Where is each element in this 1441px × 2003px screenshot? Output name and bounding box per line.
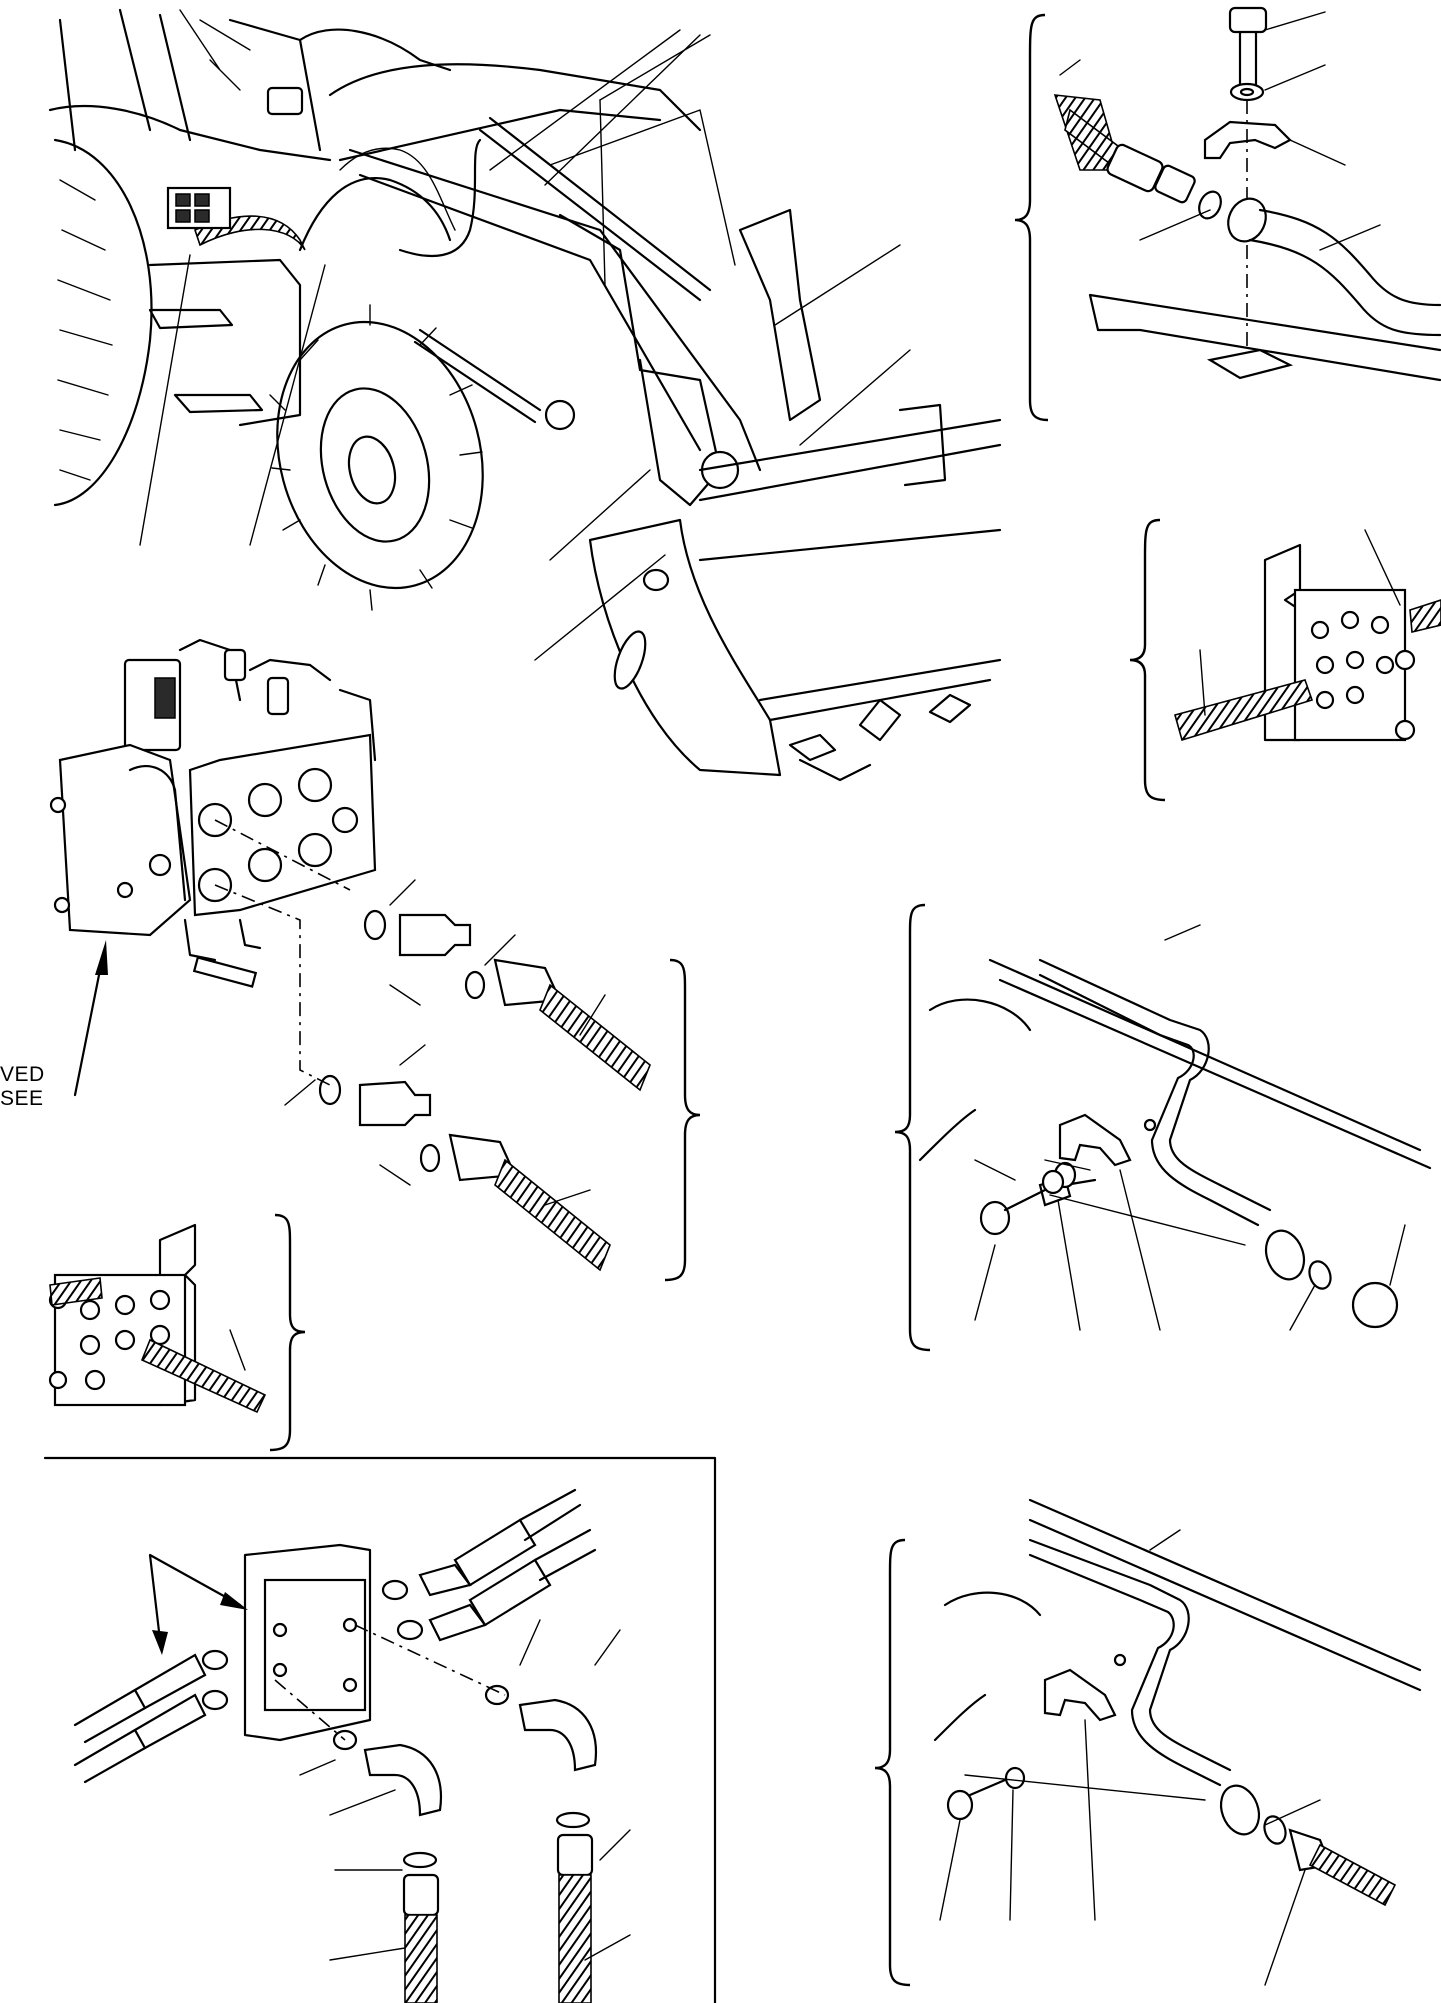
pipe-clamp-detail-1 xyxy=(1014,6,1441,422)
pipe-clamp-detail-3 xyxy=(874,1498,1422,1987)
manifold-block xyxy=(263,1578,367,1712)
pivot-pin xyxy=(544,399,576,431)
side-text-bottom: SEE xyxy=(0,1087,44,1110)
pipe-clamp-detail-2 xyxy=(894,903,1432,1352)
valve-end-cap xyxy=(58,743,192,937)
pivot-pin xyxy=(700,450,740,490)
bolt-head xyxy=(979,1200,1011,1236)
loader-machine-view xyxy=(48,8,1002,782)
valve-body xyxy=(188,733,377,917)
coupler-plate-detail xyxy=(1129,518,1441,802)
control-valve-assembly xyxy=(49,638,701,1282)
manifold-inset xyxy=(43,1456,717,2003)
coupler-detail-lower-left xyxy=(48,1213,306,1452)
mirror xyxy=(266,86,304,116)
side-text-top: VED xyxy=(0,1063,45,1086)
